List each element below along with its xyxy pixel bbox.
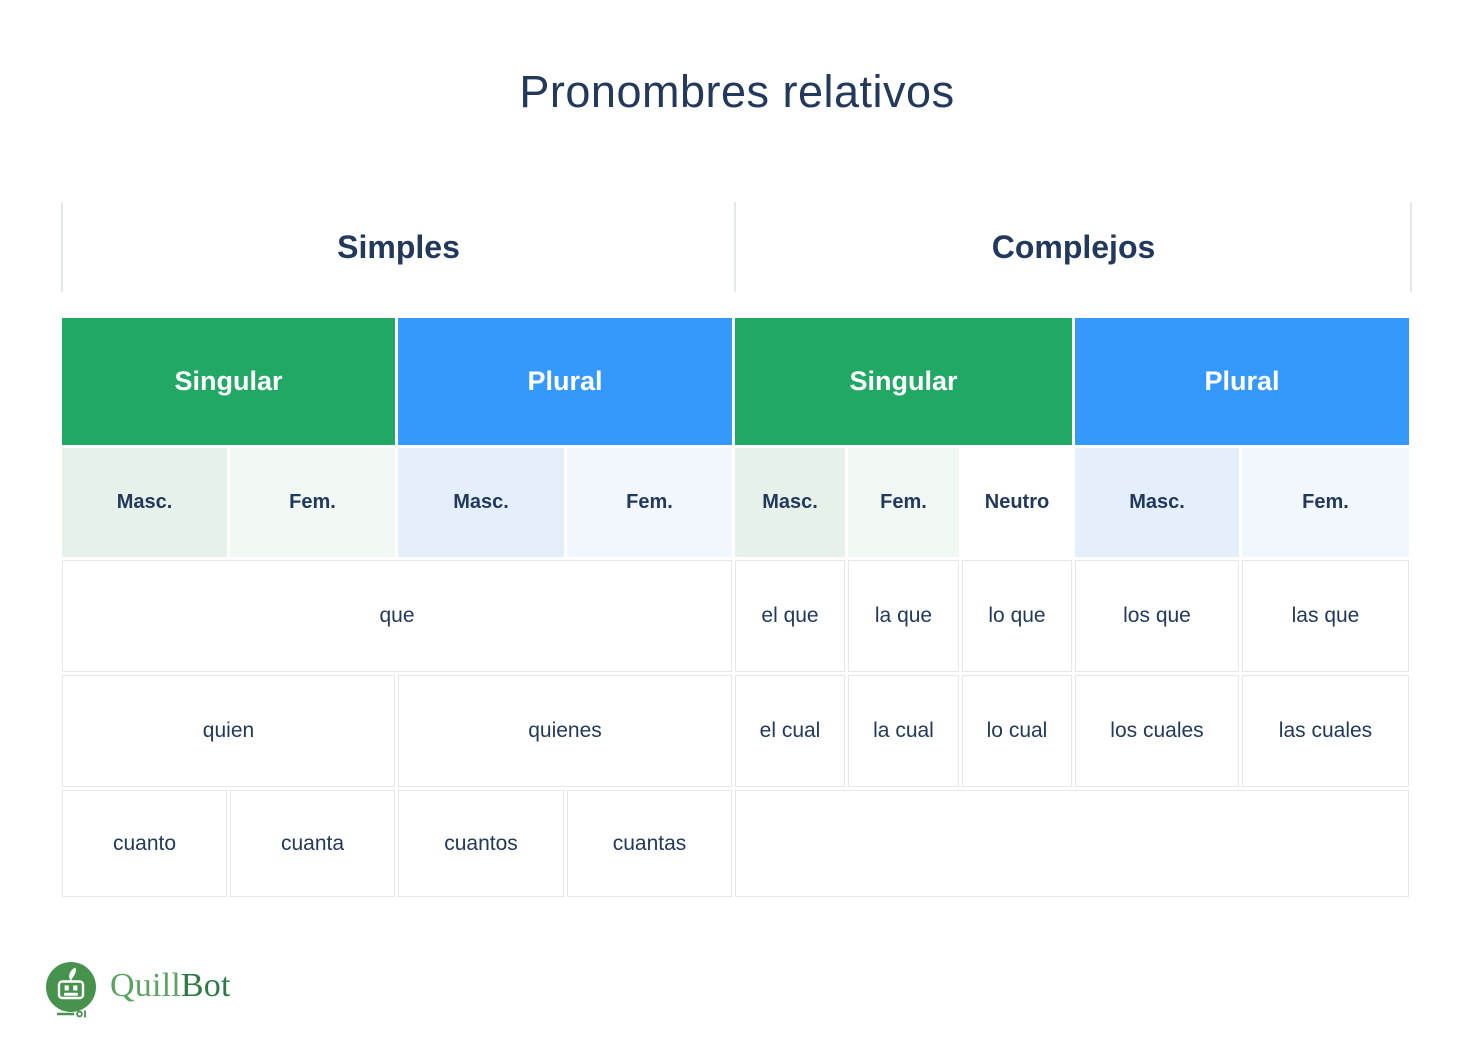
- quillbot-wordmark: QuillBot: [110, 969, 231, 1013]
- section-divider-right: [1410, 202, 1412, 292]
- cell-las-cuales: las cuales: [1242, 675, 1409, 787]
- row-quien: quien quienes el cual la cual lo cual lo…: [62, 675, 1409, 787]
- cell-quienes: quienes: [398, 675, 732, 787]
- band-simples-plural: Plural: [398, 318, 732, 445]
- section-divider-middle: [734, 202, 736, 292]
- section-label-simples: Simples: [337, 228, 460, 265]
- cell-empty-complejos: [735, 790, 1409, 897]
- section-header-row: Simples Complejos: [62, 200, 1412, 294]
- cell-los-que: los que: [1075, 560, 1239, 672]
- subheader-complejos-plural-fem: Fem.: [1242, 448, 1409, 557]
- section-label-complejos: Complejos: [991, 228, 1156, 265]
- band-complejos-plural: Plural: [1075, 318, 1409, 445]
- subheader-simples-plural-masc: Masc.: [398, 448, 564, 557]
- page-title: Pronombres relativos: [519, 66, 955, 117]
- brand-bot-text: Bot: [180, 967, 231, 1004]
- band-header-row: Singular Plural Singular Plural: [62, 318, 1409, 445]
- subheader-complejos-plural-masc: Masc.: [1075, 448, 1239, 557]
- cell-los-cuales: los cuales: [1075, 675, 1239, 787]
- subheader-simples-singular-masc: Masc.: [62, 448, 227, 557]
- subheader-row: Masc. Fem. Masc. Fem. Masc. Fem. Neutro …: [62, 448, 1409, 557]
- cell-la-que: la que: [848, 560, 959, 672]
- cell-cuantas: cuantas: [567, 790, 732, 897]
- cell-quien: quien: [62, 675, 395, 787]
- subheader-simples-singular-fem: Fem.: [230, 448, 395, 557]
- cell-que: que: [62, 560, 732, 672]
- band-simples-singular: Singular: [62, 318, 395, 445]
- relative-pronouns-table: Singular Plural Singular Plural Masc. Fe…: [59, 315, 1412, 900]
- section-divider-left: [61, 202, 63, 292]
- cell-el-que: el que: [735, 560, 845, 672]
- cell-cuanta: cuanta: [230, 790, 395, 897]
- cell-la-cual: la cual: [848, 675, 959, 787]
- quillbot-robot-icon: [46, 962, 96, 1018]
- cell-las-que: las que: [1242, 560, 1409, 672]
- row-cuanto: cuanto cuanta cuantos cuantas: [62, 790, 1409, 897]
- cell-cuantos: cuantos: [398, 790, 564, 897]
- band-complejos-singular: Singular: [735, 318, 1072, 445]
- subheader-complejos-singular-masc: Masc.: [735, 448, 845, 557]
- cell-lo-que: lo que: [962, 560, 1072, 672]
- subheader-complejos-singular-fem: Fem.: [848, 448, 959, 557]
- subheader-complejos-neutro: Neutro: [962, 448, 1072, 557]
- quillbot-logo: QuillBot: [46, 962, 231, 1020]
- subheader-simples-plural-fem: Fem.: [567, 448, 732, 557]
- cell-el-cual: el cual: [735, 675, 845, 787]
- cell-lo-cual: lo cual: [962, 675, 1072, 787]
- brand-quill-text: Quill: [110, 967, 181, 1004]
- cell-cuanto: cuanto: [62, 790, 227, 897]
- row-que: que el que la que lo que los que las que: [62, 560, 1409, 672]
